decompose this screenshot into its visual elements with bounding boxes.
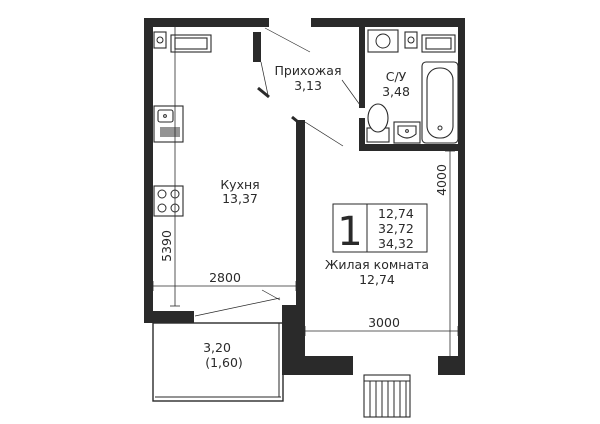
- washing-machine: [367, 29, 399, 53]
- kitchen-stove: [153, 185, 184, 217]
- dim-label-kitchen-width: 2800: [209, 270, 241, 285]
- room-area-balcony: 3,20: [203, 340, 231, 355]
- room-area-bath: 3,48: [382, 84, 410, 99]
- summary-area-total-with-balcony: 34,32: [378, 236, 414, 251]
- room-name-kitchen: Кухня: [220, 177, 259, 192]
- room-area-living: 12,74: [359, 272, 395, 287]
- living-width-dimension: [304, 326, 459, 336]
- towel-rail: [421, 34, 456, 53]
- kitchen-radiator: [170, 34, 212, 53]
- room-area-hall: 3,13: [294, 78, 322, 93]
- exterior-grille: [363, 374, 411, 418]
- room-area-kitchen: 13,37: [222, 191, 258, 206]
- room-name-bath: С/У: [386, 69, 407, 84]
- kitchen-utility-box: [153, 31, 167, 49]
- dim-label-kitchen-depth: 5390: [159, 230, 174, 262]
- dim-label-living-width: 3000: [368, 315, 400, 330]
- walls: [144, 18, 465, 402]
- summary-area-total: 32,72: [378, 221, 414, 236]
- room-name-hall: Прихожая: [275, 63, 342, 78]
- doors: [194, 27, 361, 317]
- kitchen-width-dimension: [152, 281, 297, 291]
- kitchen-sink: [153, 105, 184, 143]
- bathroom-utility-box: [404, 31, 418, 49]
- living-depth-dimension: [445, 150, 455, 356]
- dim-label-living-depth: 4000: [434, 164, 449, 196]
- bathtub: [421, 61, 459, 144]
- room-subarea-balcony: (1,60): [205, 355, 243, 370]
- room-name-living: Жилая комната: [325, 257, 429, 272]
- summary-area-living: 12,74: [378, 206, 414, 221]
- washbasin: [393, 121, 421, 144]
- rooms-count: 1: [337, 209, 362, 255]
- summary-box: 1 12,74 32,72 34,32: [332, 203, 428, 255]
- toilet: [366, 103, 390, 143]
- kitchen-depth-dimension: [170, 27, 180, 307]
